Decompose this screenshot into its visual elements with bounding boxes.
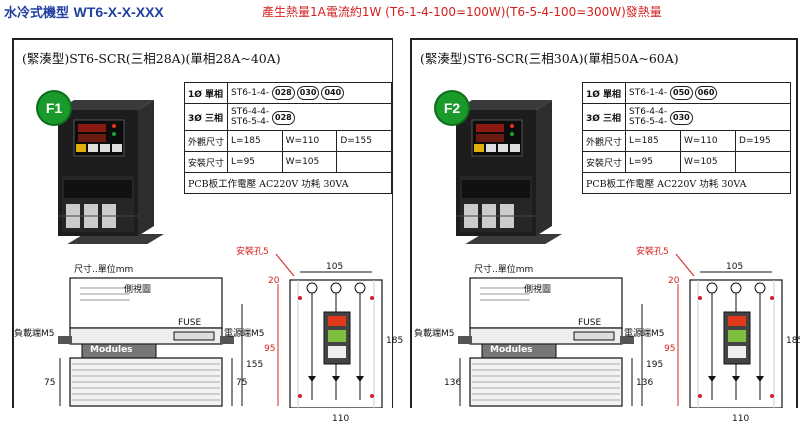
unit-label: 尺寸..單位mm [74, 265, 134, 275]
modules-label: Modules [90, 345, 133, 355]
mount-w: W=105 [281, 151, 338, 173]
single-phase-label: 1Ø 單相 [183, 82, 229, 104]
dim-110: 110 [332, 414, 350, 424]
dim-155: 195 [646, 360, 664, 370]
model-code: 050 [670, 86, 693, 100]
dim-20: 20 [268, 276, 280, 286]
header-title: 水冷式機型 WT6-X-X-XXX [4, 2, 164, 21]
three-phase-model: ST6-4-4-ST6-5-4- 030 [625, 103, 792, 131]
outer-w: W=110 [680, 130, 737, 152]
dim-155: 155 [246, 360, 264, 370]
controller-device-image [456, 100, 562, 244]
mount-l: L=95 [625, 151, 682, 173]
outer-dim-label: 外觀尺寸 [183, 130, 229, 152]
drawing-svg [58, 253, 383, 413]
load-terminal-label: 負載端M5 [14, 329, 55, 339]
panel-title: (緊湊型)ST6-SCR(三相28A)(單相28A~40A) [22, 51, 281, 66]
model-badge: F1 [38, 92, 70, 124]
outer-d: D=155 [336, 130, 392, 152]
three-phase-codes: 028 [272, 110, 297, 125]
model-code: 030 [296, 86, 320, 100]
power-terminal-label: 電源端M5 [624, 329, 665, 339]
drawing-svg [458, 253, 783, 413]
pcb-spec: PCB板工作電壓 AC220V 功耗 30VA [184, 172, 392, 194]
dim-right-height: 75 [236, 378, 248, 388]
model-code: 040 [321, 86, 345, 100]
fuse-label: FUSE [578, 318, 602, 328]
three-phase-codes: 030 [670, 110, 695, 125]
power-terminal-label: 電源端M5 [224, 329, 265, 339]
page-header: 水冷式機型 WT6-X-X-XXX 產生熱量1A電流約1W (T6-1-4-10… [0, 0, 800, 21]
modules-label: Modules [490, 345, 533, 355]
model-code: 060 [694, 86, 718, 100]
model-code: 028 [272, 110, 295, 125]
dim-left-height: 75 [44, 378, 56, 388]
model-code: 030 [670, 110, 693, 125]
side-view-label: 側視圖 [524, 285, 552, 295]
dim-left-height: 136 [444, 378, 462, 388]
controller-device-image [58, 100, 164, 244]
pcb-spec: PCB板工作電壓 AC220V 功耗 30VA [581, 172, 792, 194]
outer-l: L=185 [625, 130, 682, 152]
three-phase-label: 3Ø 三相 [183, 103, 229, 131]
empty-cell [336, 151, 392, 173]
mount-hole-label: 安裝孔5 [636, 247, 669, 257]
mount-dim-label: 安裝尺寸 [581, 151, 627, 173]
header-model: WT6-X-X-XXX [73, 4, 164, 20]
empty-cell [735, 151, 792, 173]
fuse-label: FUSE [178, 318, 202, 328]
dim-185-front: 185 [786, 336, 800, 346]
model-code: 028 [272, 86, 295, 100]
dim-95: 95 [264, 344, 276, 354]
mount-dim-label: 安裝尺寸 [183, 151, 229, 173]
mount-hole-label: 安裝孔5 [236, 247, 269, 257]
dim-185-front: 185 [386, 336, 404, 346]
panel-title: (緊湊型)ST6-SCR(三相30A)(單相50A~60A) [420, 51, 679, 66]
single-phase-label: 1Ø 單相 [581, 82, 627, 104]
dimension-drawing: 尺寸..單位mm 側視圖 負載端M5 電源端M5 FUSE Modules 安裝… [414, 240, 800, 424]
dimension-drawing: 尺寸..單位mm 側視圖 負載端M5 電源端M5 FUSE Modules 安裝… [14, 240, 403, 424]
outer-d: D=195 [735, 130, 792, 152]
dim-20: 20 [668, 276, 680, 286]
dim-105: 105 [726, 262, 744, 272]
dim-95: 95 [664, 344, 676, 354]
model-badge: F2 [436, 92, 468, 124]
three-phase-label: 3Ø 三相 [581, 103, 627, 131]
dim-105: 105 [326, 262, 344, 272]
outer-w: W=110 [281, 130, 338, 152]
outer-l: L=185 [227, 130, 283, 152]
mount-l: L=95 [227, 151, 283, 173]
side-view-label: 側視圖 [124, 285, 152, 295]
panel-f2: (緊湊型)ST6-SCR(三相30A)(單相50A~60A) F2 1Ø 單相 … [410, 38, 800, 424]
dim-right-height: 136 [636, 378, 654, 388]
three-phase-model: ST6-4-4-ST6-5-4- 028 [227, 103, 392, 131]
panel-f1: (緊湊型)ST6-SCR(三相28A)(單相28A~40A) F1 1Ø 單相 … [12, 38, 403, 424]
unit-label: 尺寸..單位mm [474, 265, 534, 275]
mount-w: W=105 [680, 151, 737, 173]
header-title-cn: 水冷式機型 [4, 6, 70, 21]
load-terminal-label: 負載端M5 [414, 329, 455, 339]
outer-dim-label: 外觀尺寸 [581, 130, 627, 152]
dim-110: 110 [732, 414, 750, 424]
header-heat-note: 產生熱量1A電流約1W (T6-1-4-100=100W)(T6-5-4-100… [262, 5, 662, 19]
